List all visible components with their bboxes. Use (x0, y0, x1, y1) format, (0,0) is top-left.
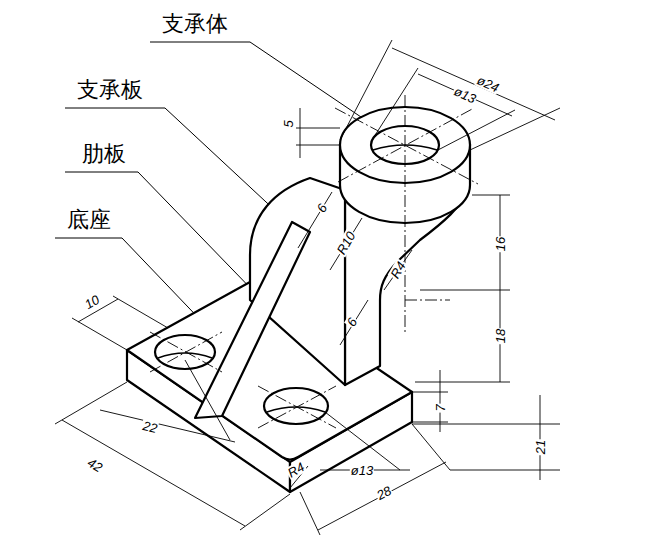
dimension-text: 5 (282, 119, 295, 128)
rib (195, 222, 310, 418)
part-name: 支承板 (75, 78, 145, 102)
dimension-text: R4 (388, 259, 409, 282)
dimension-text: 6 (314, 201, 330, 215)
dimension-text: ø24 (474, 73, 502, 95)
center-lines (150, 95, 478, 428)
dimension-text: 28 (374, 483, 395, 502)
part-name: 底座 (65, 208, 113, 232)
dimension-text: 18 (494, 328, 507, 344)
dimension-text: ø13 (350, 464, 374, 477)
dimension-text: 21 (534, 439, 547, 455)
dimension-text: 42 (85, 455, 106, 474)
dimension-text: R4 (285, 460, 308, 481)
dimension-text: ø13 (451, 84, 479, 106)
dimension-text: 16 (494, 236, 507, 252)
dimension-text: 7 (434, 403, 447, 412)
dimension-text: 22 (141, 419, 160, 435)
part-name: 肋板 (80, 142, 128, 166)
dimension-text: 6 (344, 315, 360, 329)
dimension-lines (55, 40, 560, 535)
dimension-text: R10 (334, 229, 358, 258)
part-name: 支承体 (160, 12, 230, 36)
dimension-text: 10 (82, 292, 103, 311)
